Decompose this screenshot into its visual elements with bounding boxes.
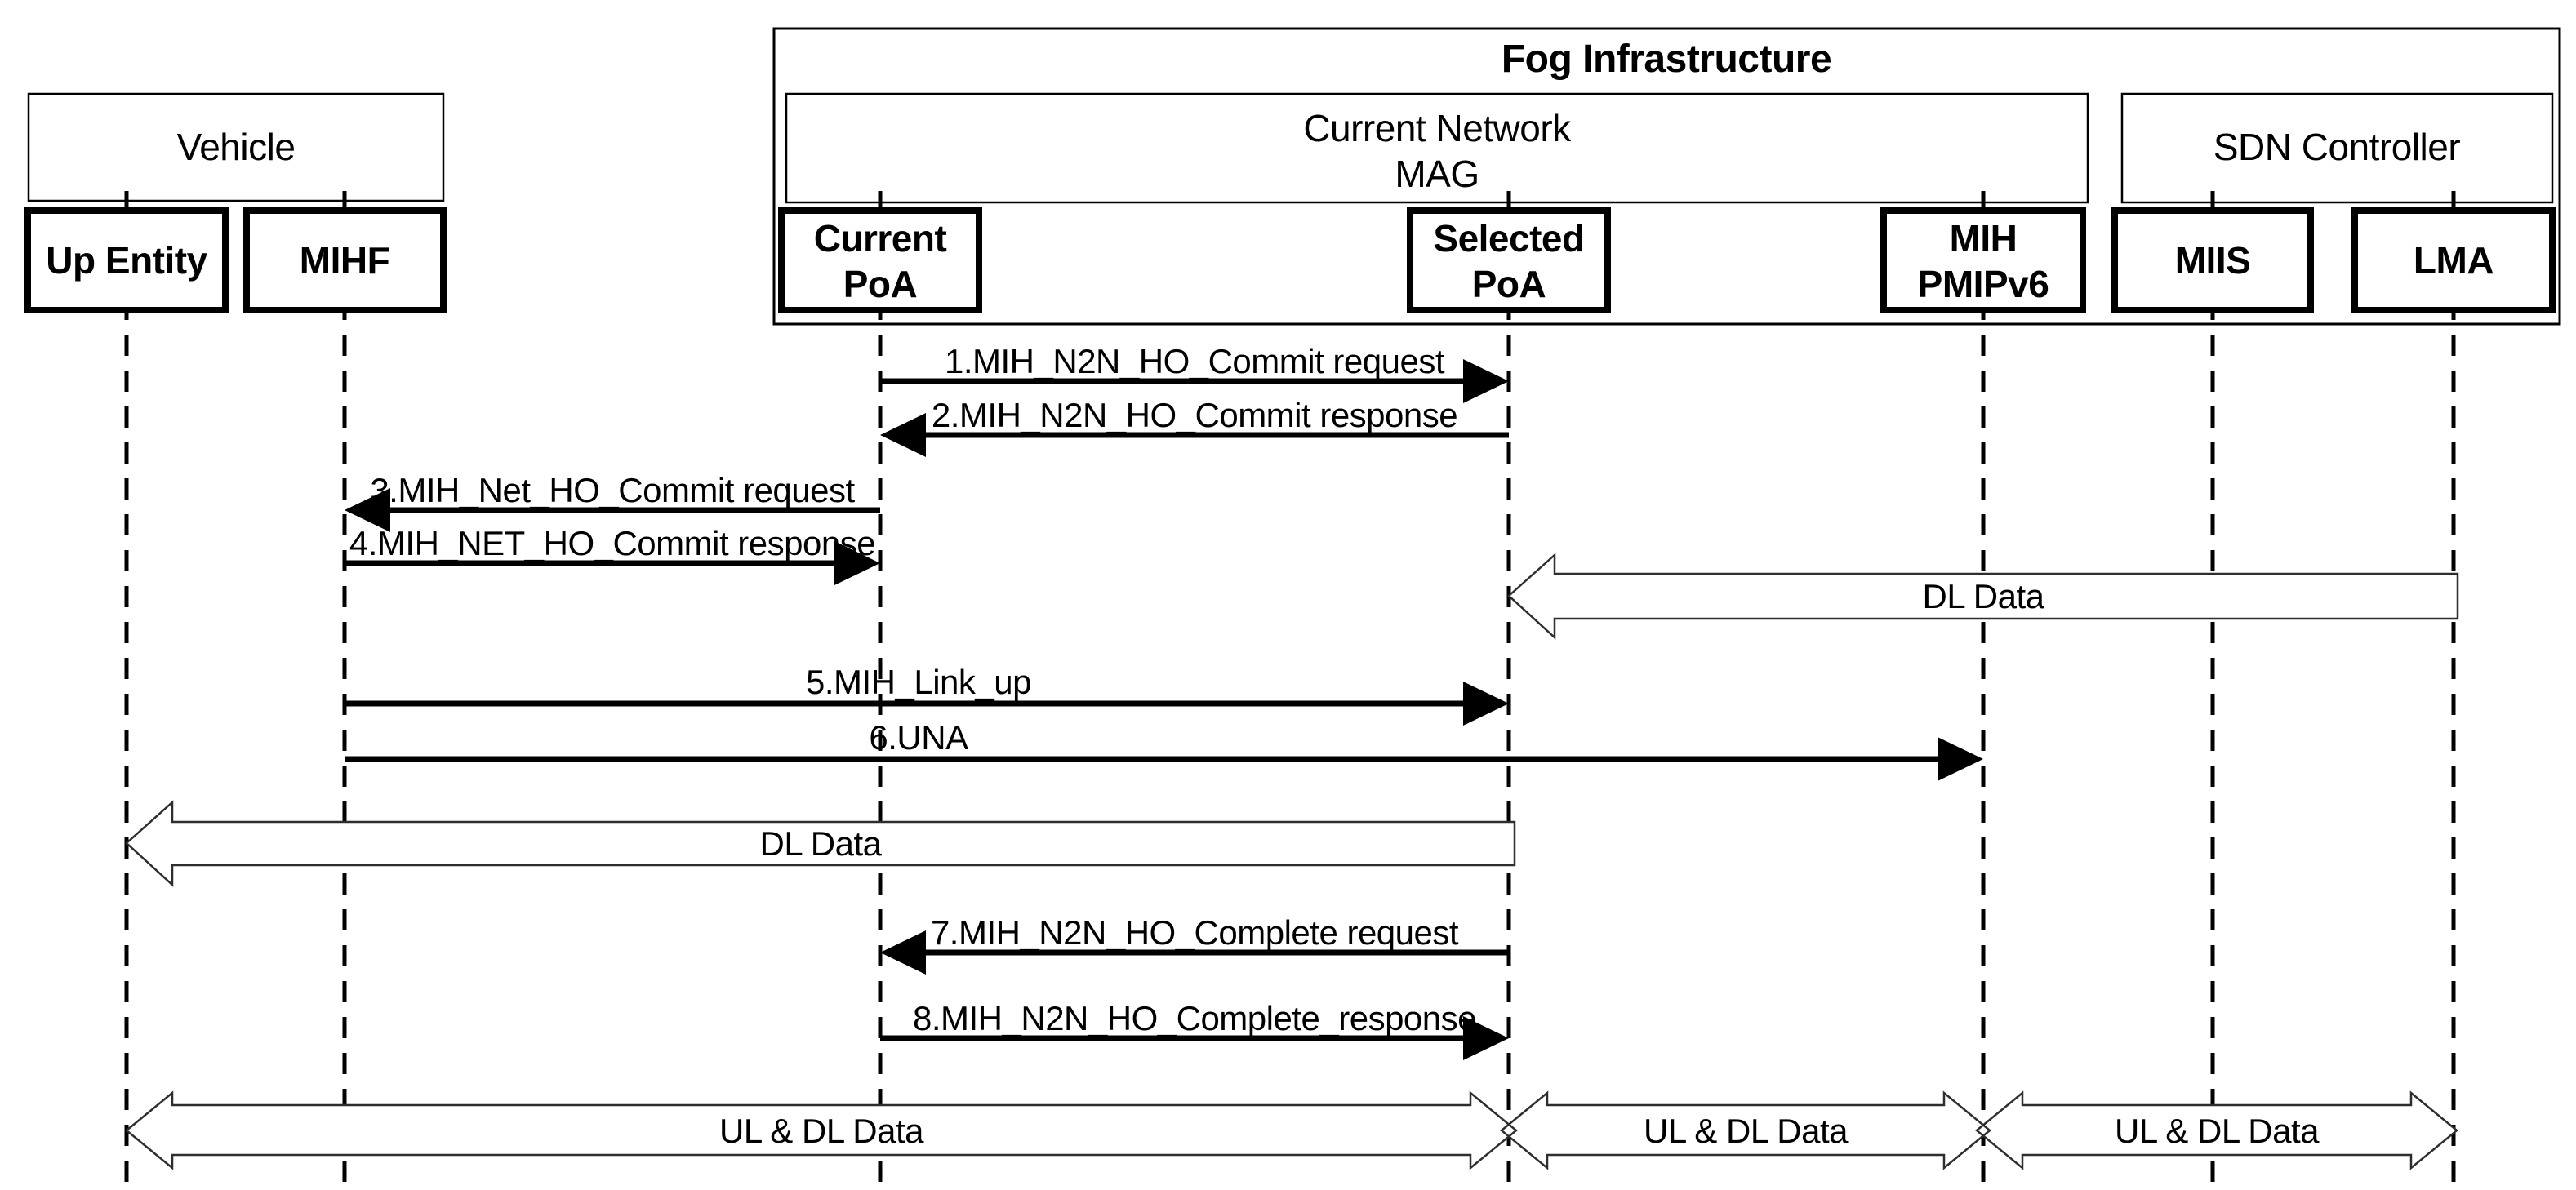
message-2-arrowhead xyxy=(880,413,926,457)
sdn-controller-label: SDN Controller xyxy=(2213,126,2460,168)
fog-infrastructure-title: Fog Infrastructure xyxy=(1502,38,1831,81)
dl-data-left-label: DL Data xyxy=(759,824,882,863)
dl-data-left-arrow xyxy=(125,800,1516,887)
message-3-arrowhead xyxy=(345,488,390,532)
message-6-label: 6.UNA xyxy=(869,718,968,757)
selected-poa-label-line1: Selected xyxy=(1433,217,1584,260)
message-3-label: 3.MIH_Net_HO_Commit request xyxy=(370,471,855,509)
message-8-label: 8.MIH_N2N_HO_Complete_response xyxy=(913,999,1476,1037)
current-network-mag-group-box xyxy=(785,92,2089,204)
entity-box-mih-pmipv6 xyxy=(1880,207,2086,313)
uldl-mid-label: UL & DL Data xyxy=(1644,1112,1849,1150)
entity-box-lma xyxy=(2351,207,2556,313)
message-5-arrowhead xyxy=(1463,682,1509,726)
entity-box-mihf xyxy=(243,207,447,313)
message-2-label: 2.MIH_N2N_HO_Commit response xyxy=(932,396,1457,434)
message-1-arrowhead xyxy=(1463,359,1509,403)
current-network-label: Current Network xyxy=(1303,107,1572,149)
dl-data-right-label: DL Data xyxy=(1922,577,2044,615)
entity-box-up-entity xyxy=(24,207,229,313)
message-7-arrowhead xyxy=(880,930,926,975)
message-5-label: 5.MIH_Link_up xyxy=(806,663,1031,701)
uldl-right-label: UL & DL Data xyxy=(2115,1112,2320,1150)
vehicle-group-label: Vehicle xyxy=(177,126,296,168)
miis-label: MIIS xyxy=(2175,239,2251,282)
dl-data-right-arrow xyxy=(1507,553,2459,640)
entity-box-current-poa xyxy=(778,207,982,313)
mag-label: MAG xyxy=(1395,153,1479,195)
message-4-label: 4.MIH_NET_HO_Commit response xyxy=(349,524,875,562)
uldl-left-label: UL & DL Data xyxy=(719,1112,924,1150)
current-poa-label-line2: PoA xyxy=(843,263,918,305)
uldl-right-arrow xyxy=(1975,1090,2458,1170)
up-entity-label: Up Entity xyxy=(46,239,207,282)
lma-label: LMA xyxy=(2414,239,2494,282)
selected-poa-label-line2: PoA xyxy=(1472,263,1546,305)
vehicle-group-box xyxy=(27,92,445,202)
message-4-arrowhead xyxy=(834,541,880,585)
message-7-label: 7.MIH_N2N_HO_Complete request xyxy=(931,913,1459,952)
uldl-left-arrow xyxy=(125,1090,1518,1170)
uldl-mid-arrow xyxy=(1500,1090,1991,1170)
uldl-left-arrow-fill xyxy=(127,1093,1516,1168)
uldl-mid-arrow-fill xyxy=(1502,1093,1990,1168)
uldl-right-arrow-fill xyxy=(1977,1093,2457,1168)
sdn-controller-group-box xyxy=(2120,92,2554,204)
message-8-arrowhead xyxy=(1463,1016,1509,1060)
mih-pmipv6-label-line2: PMIPv6 xyxy=(1918,263,2049,305)
message-6-arrowhead xyxy=(1938,737,1983,781)
mihf-label: MIHF xyxy=(300,239,389,282)
fog-infrastructure-box xyxy=(772,27,2561,326)
message-1-label: 1.MIH_N2N_HO_Commit request xyxy=(945,342,1445,380)
dl-data-right-arrow-fill xyxy=(1509,555,2458,637)
entity-box-miis xyxy=(2111,207,2314,313)
current-poa-label-line1: Current xyxy=(814,217,947,260)
mih-pmipv6-label-line1: MIH xyxy=(1950,217,2018,260)
entity-box-selected-poa xyxy=(1407,207,1611,313)
